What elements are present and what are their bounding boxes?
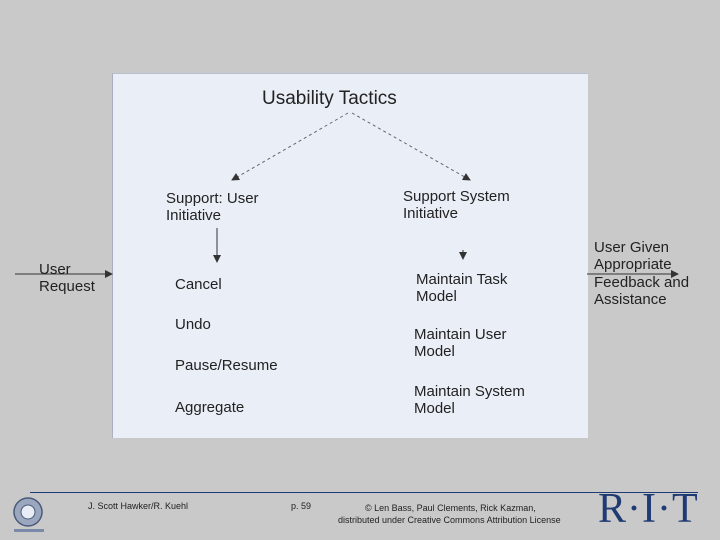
branch-user-initiative: Support: User Initiative <box>166 190 259 225</box>
footer-copyright-line1: © Len Bass, Paul Clements, Rick Kazman, <box>365 503 536 513</box>
arrow-title-to-user-initiative <box>231 112 349 181</box>
arrow-title-to-system-initiative <box>351 112 471 181</box>
tactic-aggregate: Aggregate <box>175 399 245 416</box>
branch-system-initiative: Support System Initiative <box>403 188 510 223</box>
rit-logo: R·I·T <box>598 486 699 532</box>
tactic-maintain-task-model: Maintain Task Model <box>416 271 508 306</box>
tactic-cancel: Cancel <box>175 276 222 293</box>
tactic-undo: Undo <box>175 316 211 333</box>
input-user-request: User Request <box>39 261 95 296</box>
se-logo-icon <box>13 497 44 532</box>
tactic-maintain-user-model: Maintain User Model <box>414 326 507 361</box>
footer-page: p. 59 <box>291 501 312 511</box>
footer-divider <box>30 492 698 493</box>
footer-copyright-line2: distributed under Creative Commons Attri… <box>338 515 561 525</box>
tactic-pause-resume: Pause/Resume <box>175 357 278 374</box>
diagram-title: Usability Tactics <box>262 88 397 109</box>
tactic-maintain-system-model: Maintain System Model <box>414 383 525 418</box>
diagram-panel <box>112 73 588 438</box>
output-feedback: User Given Appropriate Feedback and Assi… <box>594 239 690 308</box>
footer-authors: J. Scott Hawker/R. Kuehl <box>88 501 189 511</box>
